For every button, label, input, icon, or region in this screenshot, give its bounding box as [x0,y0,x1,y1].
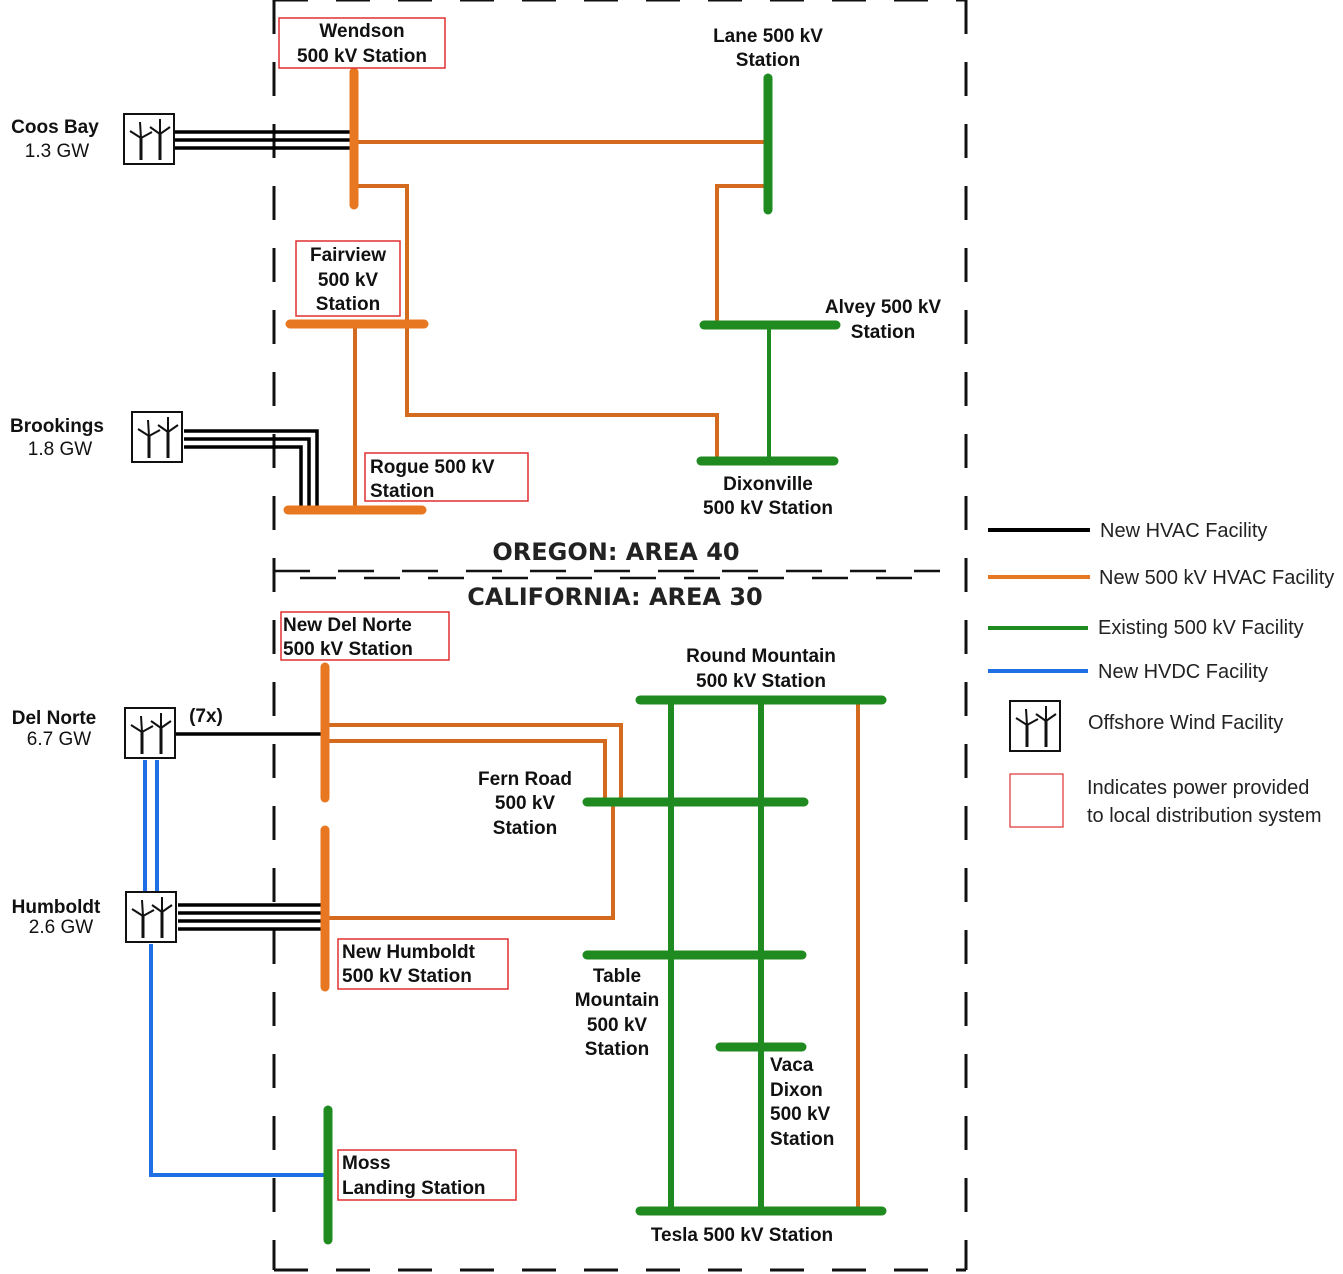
svg-text:500 kV: 500 kV [318,270,379,291]
line-humboldt-fernroad [325,802,615,920]
station-label-new-del-norte: New Del Norte 500 kV Station [283,615,413,660]
legend-label: Existing 500 kV Facility [1098,617,1304,639]
svg-text:Moss: Moss [342,1153,391,1174]
wind-label-capacity: 6.7 GW [27,729,91,750]
legend-label: New HVAC Facility [1100,520,1267,542]
station-label-alvey: Alvey 500 kV Station [825,297,942,343]
station-box-fairview [295,240,401,317]
station-box-moss-landing [337,1149,517,1201]
svg-text:Station: Station [851,322,915,343]
svg-text:500 kV Station: 500 kV Station [696,671,826,692]
legend-label: Offshore Wind Facility [1088,712,1283,734]
humboldt-hvac-lines [178,903,325,931]
station-label-wendson: Wendson 500 kV Station [297,21,427,67]
line-wendson-dixonville [354,184,719,460]
station-box-rogue [364,452,529,502]
brookings-hvac-lines [184,429,319,508]
svg-text:New Del Norte: New Del Norte [283,615,412,636]
svg-text:Vaca: Vaca [770,1055,814,1076]
svg-text:500 kV Station: 500 kV Station [283,639,413,660]
wind-turbine-icon [124,890,178,944]
station-label-round-mountain: Round Mountain 500 kV Station [686,646,836,692]
legend: New HVAC Facility New 500 kV HVAC Facili… [988,520,1334,828]
station-label-lane: Lane 500 kV Station [713,26,823,71]
wind-label-note: (7x) [189,706,223,727]
station-label-rogue: Rogue 500 kV Station [370,457,495,502]
line-delnorte-fernroad [325,739,607,802]
wind-label-capacity: 2.6 GW [29,917,93,938]
svg-text:Station: Station [370,481,434,502]
svg-text:500 kV: 500 kV [770,1104,831,1125]
svg-text:500 kV: 500 kV [587,1015,648,1036]
wind-turbine-icon [122,112,176,166]
svg-text:500 kV Station: 500 kV Station [297,46,427,67]
svg-text:Fairview: Fairview [310,245,386,266]
wind-label-name: Humboldt [12,897,101,918]
station-box-wendson [278,17,446,69]
wind-label-capacity: 1.3 GW [25,141,89,162]
legend-swatch-local-box [1009,773,1064,828]
wind-turbine-icon [123,706,177,760]
svg-text:Station: Station [770,1129,834,1150]
wind-label-name: Coos Bay [11,117,99,138]
wind-label-capacity: 1.8 GW [28,439,92,460]
wind-turbine-icon [130,410,184,464]
svg-text:Table: Table [593,966,641,987]
svg-text:500 kV Station: 500 kV Station [703,498,833,519]
legend-label: to local distribution system [1087,805,1322,827]
station-label-fairview: Fairview 500 kV Station [310,245,386,315]
svg-text:Mountain: Mountain [575,990,659,1011]
hvdc-lines [143,760,325,1177]
station-label-tesla: Tesla 500 kV Station [651,1225,833,1246]
station-box-new-del-norte [280,611,450,661]
svg-text:Lane 500 kV: Lane 500 kV [713,26,823,47]
station-label-vaca-dixon: Vaca Dixon 500 kV Station [770,1055,834,1150]
svg-text:Round Mountain: Round Mountain [686,646,836,667]
area-label-oregon: OREGON: AREA 40 [492,538,739,566]
svg-text:Alvey 500 kV: Alvey 500 kV [825,297,942,318]
wind-label-name: Brookings [10,416,104,437]
svg-text:Dixon: Dixon [770,1080,823,1101]
station-box-new-humboldt [337,938,509,990]
svg-text:500 kV Station: 500 kV Station [342,966,472,987]
legend-label: New 500 kV HVAC Facility [1099,567,1334,589]
svg-text:Wendson: Wendson [319,21,404,42]
line-delnorte-roundmtn [325,723,623,802]
svg-text:New Humboldt: New Humboldt [342,942,476,963]
station-label-dixonville: Dixonville 500 kV Station [703,474,833,519]
region-border [272,0,968,1272]
state-border [274,569,940,580]
svg-text:Rogue 500 kV: Rogue 500 kV [370,457,495,478]
svg-text:Station: Station [493,818,557,839]
station-label-moss-landing: Moss Landing Station [342,1153,486,1199]
area-label-california: CALIFORNIA: AREA 30 [467,583,762,611]
svg-text:Dixonville: Dixonville [723,474,813,495]
line-lane-alvey [715,184,768,325]
svg-text:500 kV: 500 kV [495,793,556,814]
svg-text:Landing Station: Landing Station [342,1178,486,1199]
legend-label: New HVDC Facility [1098,661,1268,683]
station-label-new-humboldt: New Humboldt 500 kV Station [342,942,476,987]
station-label-fern-road: Fern Road 500 kV Station [478,769,572,839]
svg-text:Station: Station [585,1039,649,1060]
svg-text:Station: Station [316,294,380,315]
coos-bay-hvac-lines [175,130,354,150]
svg-text:Station: Station [736,50,800,71]
legend-label: Indicates power provided [1087,777,1309,799]
station-label-table-mountain: Table Mountain 500 kV Station [575,966,659,1060]
wind-turbine-icon [1008,699,1062,753]
svg-text:Tesla 500 kV Station: Tesla 500 kV Station [651,1225,833,1246]
svg-text:Fern Road: Fern Road [478,769,572,790]
wind-label-name: Del Norte [12,708,96,729]
